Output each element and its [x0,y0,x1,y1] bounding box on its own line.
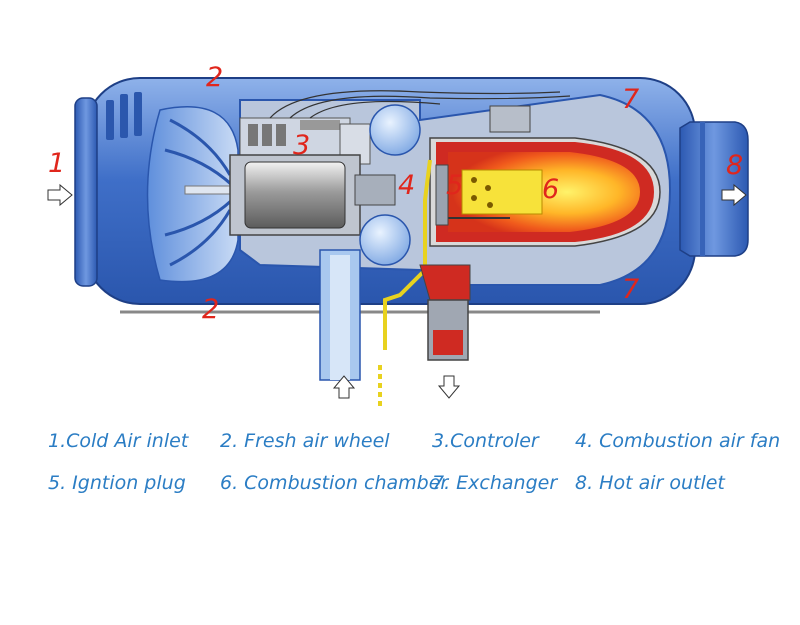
heater-cutaway-diagram [47,77,749,410]
inlet-arrow-icon [47,183,73,207]
inlet-grille [106,92,142,140]
burner-tube [461,169,543,215]
exhaust-pipe-red [433,330,463,355]
intake-pipe-inner [330,255,350,380]
legend-item-combustion-chamber: 6. Combustion chamber [220,472,449,494]
callout-5: 5 [446,170,464,201]
callout-7-bottom: 7 [622,274,640,305]
motor [229,154,396,236]
outlet-arrow-icon [721,183,747,207]
legend-item-combustion-air-fan: 4. Combustion air fan [575,430,781,452]
callout-7-top: 7 [622,84,640,115]
legend-item-exchanger: 7. Exchanger [432,472,558,494]
callout-2-bottom: 2 [202,294,220,325]
callout-8: 8 [726,150,744,181]
legend-item-hot-air-outlet: 8. Hot air outlet [575,472,725,494]
legend-item-cold-air-inlet: 1.Cold Air inlet [48,430,189,452]
inlet-cap [74,97,98,287]
legend-item-ignition-plug: 5. Igntion plug [48,472,186,494]
ignition-plug [435,164,449,226]
fresh-air-wheel [146,106,239,283]
wiring [269,90,571,119]
combustion-fan-top [369,104,421,156]
flow-arrows [47,183,747,399]
burner-holes [471,177,493,208]
fuel-line [383,159,432,350]
callout-6: 6 [542,174,560,205]
exhaust-elbow [419,264,471,301]
exhaust-down-arrow-icon [437,375,461,399]
legend-item-fresh-air-wheel: 2. Fresh air wheel [220,430,390,452]
callout-3: 3 [293,130,311,161]
callout-1: 1 [48,148,66,179]
callout-4: 4 [398,170,416,201]
outlet-ring [700,122,705,256]
intake-up-arrow-icon [332,375,356,399]
combustion-fan-bottom [359,214,411,266]
outlet-nozzle [679,121,749,257]
legend-item-controller: 3.Controler [432,430,539,452]
callout-2-top: 2 [206,62,224,93]
fixing-stud [489,105,531,133]
